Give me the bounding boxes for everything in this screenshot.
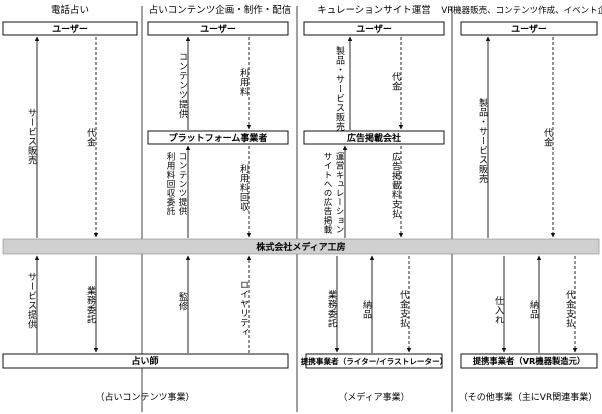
column-header-content: 占いコンテンツ企画・制作・配信 xyxy=(149,4,292,16)
label-curation-ad-1: 運営キュレーション xyxy=(334,152,344,234)
label-business-consign: 業務委託 xyxy=(85,285,96,325)
arrows xyxy=(34,36,578,353)
footer-other-business: （その他事業（主にVR関連事業） xyxy=(459,391,597,403)
label-service-provide: サービス提供 xyxy=(26,272,37,330)
footer-media-business: （メディア事業） xyxy=(338,391,409,403)
company-band: 株式会社メディア工房 xyxy=(2,238,600,255)
svg-text:株式会社メディア工房: 株式会社メディア工房 xyxy=(256,241,345,253)
label-supervision: 監修 xyxy=(177,291,188,312)
label-content-provide-fee-collect-2: 利用料回収委託 xyxy=(165,151,175,216)
label-royalty: ロイヤリティ xyxy=(238,280,249,337)
label-curation-ad-2: サイトへの広告掲載 xyxy=(322,152,332,235)
footer-content-business: （占いコンテンツ事業） xyxy=(95,391,194,403)
svg-text:ユーザー: ユーザー xyxy=(200,24,236,35)
label-payment-pay-col3: 代金支払 xyxy=(398,290,409,328)
svg-text:ユーザー: ユーザー xyxy=(356,24,392,35)
svg-text:占い師: 占い師 xyxy=(131,355,158,367)
svg-text:広告掲載会社: 広告掲載会社 xyxy=(347,132,401,144)
label-usage-fee: 利用料 xyxy=(238,67,249,97)
label-delivery-col3: 納品 xyxy=(361,299,372,320)
platform-box: プラットフォーム事業者 xyxy=(147,130,289,145)
svg-text:提携事業者（ライター/イラストレーター）: 提携事業者（ライター/イラストレーター） xyxy=(301,356,448,366)
column-dividers xyxy=(141,6,453,412)
svg-text:提携事業者（VR機器製造元）: 提携事業者（VR機器製造元） xyxy=(473,356,585,366)
user-box-3: ユーザー xyxy=(303,21,445,36)
label-business-consign-col3: 業務委託 xyxy=(326,289,337,329)
label-product-service-sales-col3: 製品・サービス販売 xyxy=(334,45,345,132)
label-payment-col3: 代金 xyxy=(390,72,401,91)
writer-partner-box: 提携事業者（ライター/イラストレーター） xyxy=(301,353,448,369)
label-payment-col4: 代金 xyxy=(542,128,553,147)
label-content-provide-fee-collect: コンテンツ提供 xyxy=(177,152,187,216)
label-service-sales: サービス販売 xyxy=(26,108,37,166)
column-header-vr: VR機器販売、コンテンツ作成、イベント企画 xyxy=(441,5,602,16)
fortune-teller-box: 占い師 xyxy=(2,353,289,369)
label-ad-fee-payment: 広告掲載料支払 xyxy=(390,151,401,219)
label-content-provide-upper: コンテンツ提供 xyxy=(177,52,188,119)
label-usage-fee-collect: 利用料回収 xyxy=(238,163,249,212)
user-box-1: ユーザー xyxy=(2,21,138,36)
user-box-2: ユーザー xyxy=(147,21,289,36)
vr-partner-box: 提携事業者（VR機器製造元） xyxy=(460,353,598,369)
svg-text:プラットフォーム事業者: プラットフォーム事業者 xyxy=(169,132,268,144)
label-product-service-sales-col4: 製品・サービス販売 xyxy=(477,97,488,184)
user-box-4: ユーザー xyxy=(460,21,598,36)
label-purchase: 仕入れ xyxy=(493,295,504,325)
svg-text:ユーザー: ユーザー xyxy=(511,24,547,35)
label-payment-pay-col4: 代金支払 xyxy=(564,290,575,328)
column-header-phone: 電話占い xyxy=(51,4,89,16)
svg-text:ユーザー: ユーザー xyxy=(52,24,88,35)
label-delivery-col4: 納品 xyxy=(528,299,539,320)
ad-company-box: 広告掲載会社 xyxy=(303,130,445,145)
label-payment-col1: 代金 xyxy=(85,128,96,147)
column-header-curation: キュレーションサイト運営 xyxy=(317,4,431,16)
